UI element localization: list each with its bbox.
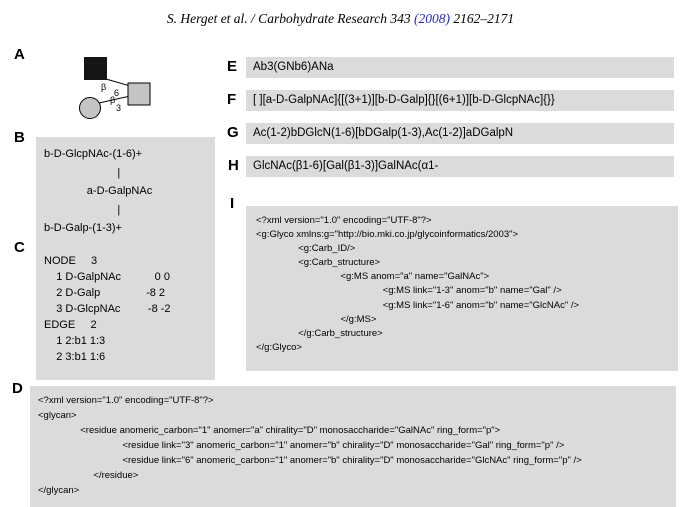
anomer-label-top: β bbox=[101, 82, 106, 92]
cfg-text: GlcNAc(β1-6)[Gal(β1-3)]GalNAc(α1- bbox=[253, 160, 439, 172]
code-line: <g:MS anom="a" name="GalNAc"> bbox=[256, 271, 490, 283]
code-line: b-D-Galp-(1-3)+ bbox=[44, 222, 122, 234]
code-line: </glycan> bbox=[38, 485, 80, 496]
code-line: 1 2:b1 1:3 bbox=[44, 335, 106, 347]
code-line: </g:Glyco> bbox=[256, 341, 302, 353]
glyde-xml-box: <?xml version="1.0" encoding="UTF-8"?> <g… bbox=[30, 386, 676, 507]
position-label-bottom: 3 bbox=[116, 103, 121, 113]
running-head-pages: 2162–2171 bbox=[450, 11, 515, 26]
code-line: <residue link="3" anomeric_carbon="1" an… bbox=[38, 440, 565, 451]
bcsdb-text: Ac(1-2)bDGlcN(1-6)[bDGalp(1-3),Ac(1-2)]a… bbox=[253, 127, 514, 139]
code-line: <residue link="6" anomeric_carbon="1" an… bbox=[38, 455, 582, 466]
code-line: 2 D-Galp -8 2 bbox=[44, 287, 166, 299]
glcnac-black-square bbox=[84, 57, 107, 80]
galnac-gray-square bbox=[127, 82, 151, 106]
running-head-citation: S. Herget et al. / Carbohydrate Research… bbox=[166, 11, 415, 26]
anomer-label-bottom: β bbox=[110, 95, 115, 105]
panel-label-B: B bbox=[14, 129, 25, 146]
code-line: <g:Glyco xmlns:g="http://bio.mki.co.jp/g… bbox=[256, 229, 519, 241]
panel-label-C: C bbox=[14, 239, 25, 256]
code-line: | bbox=[44, 166, 121, 179]
code-line: <g:Carb_structure> bbox=[256, 257, 381, 269]
linucs-notation-bar: [ ][a-D-GalpNAc]{[(3+1)][b-D-Galp]{}[(6+… bbox=[246, 90, 674, 111]
code-line: b-D-GlcpNAc-(1-6)+ bbox=[44, 148, 143, 160]
code-line: 2 3:b1 1:6 bbox=[44, 351, 106, 363]
glyco-xml-box: <?xml version="1.0" encoding="UTF-8"?> <g… bbox=[246, 206, 678, 371]
code-line: a-D-GalpNAc bbox=[44, 185, 153, 197]
code-line: <g:MS link="1-6" anom="b" name="GlcNAc" … bbox=[256, 299, 580, 311]
panel-label-D: D bbox=[12, 380, 23, 397]
panel-label-F: F bbox=[227, 91, 237, 108]
panel-label-E: E bbox=[227, 58, 238, 75]
code-line: 1 D-GalpNAc 0 0 bbox=[44, 271, 170, 283]
linucs-text: [ ][a-D-GalpNAc]{[(3+1)][b-D-Galp]{}[(6+… bbox=[253, 94, 555, 106]
panel-label-A: A bbox=[14, 46, 25, 63]
panel-label-G: G bbox=[227, 124, 239, 141]
linkage-line-beta3 bbox=[98, 95, 131, 104]
code-line: <?xml version="1.0" encoding="UTF-8"?> bbox=[256, 215, 432, 226]
code-line: <g:MS link="1-3" anom="b" name="Gal" /> bbox=[256, 285, 562, 297]
code-line: </residue> bbox=[38, 470, 139, 481]
kcf-notation-box: NODE 3 1 D-GalpNAc 0 0 2 D-Galp -8 2 3 D… bbox=[36, 246, 215, 380]
running-head-year-link[interactable]: (2008) bbox=[414, 11, 451, 26]
code-line: <g:Carb_ID/> bbox=[256, 243, 356, 255]
gal-gray-circle bbox=[79, 97, 101, 119]
cfg-notation-bar: GlcNAc(β1-6)[Gal(β1-3)]GalNAc(α1- bbox=[246, 156, 674, 177]
running-head: S. Herget et al. / Carbohydrate Research… bbox=[0, 11, 681, 27]
code-line: | bbox=[44, 203, 121, 216]
glycan-symbol-diagram: β 6 β 3 bbox=[79, 57, 151, 119]
position-label-top: 6 bbox=[114, 88, 119, 98]
code-line: EDGE 2 bbox=[44, 319, 97, 331]
code-line: </g:Carb_structure> bbox=[256, 327, 383, 339]
panel-label-H: H bbox=[228, 157, 239, 174]
panel-label-I: I bbox=[230, 195, 235, 212]
linearcode-notation-bar: Ab3(GNb6)ANa bbox=[246, 57, 674, 78]
iupac-2d-notation-box: b-D-GlcpNAc-(1-6)+ | a-D-GalpNAc | b-D-Ga… bbox=[36, 137, 215, 246]
code-line: <glycan> bbox=[38, 410, 77, 421]
linearcode-text: Ab3(GNb6)ANa bbox=[253, 61, 334, 73]
code-line: <?xml version="1.0" encoding="UTF-8"?> bbox=[38, 395, 214, 406]
code-line: </g:MS> bbox=[256, 313, 377, 325]
linkage-line-beta6 bbox=[105, 78, 131, 87]
code-line: NODE 3 bbox=[44, 255, 98, 267]
bcsdb-notation-bar: Ac(1-2)bDGlcN(1-6)[bDGalp(1-3),Ac(1-2)]a… bbox=[246, 123, 674, 144]
code-line: <residue anomeric_carbon="1" anomer="a" … bbox=[38, 425, 501, 436]
code-line: 3 D-GlcpNAc -8 -2 bbox=[44, 303, 171, 315]
